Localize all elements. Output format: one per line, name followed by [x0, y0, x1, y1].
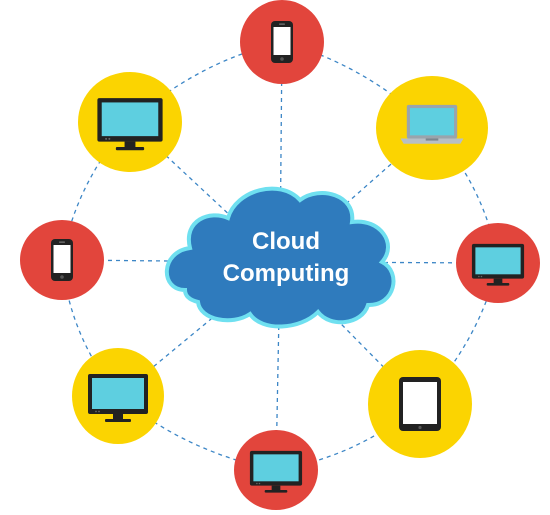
laptop-icon	[400, 104, 464, 144]
device-node-bottom-monitor	[234, 430, 318, 510]
smartphone-icon	[271, 21, 293, 63]
smartphone-icon	[51, 239, 73, 281]
device-node-left-smartphone	[20, 220, 104, 300]
cloud-label-line-2: Computing	[223, 260, 350, 287]
device-node-upper-left-monitor	[78, 72, 182, 172]
tablet-icon	[399, 377, 441, 431]
monitor-icon	[249, 450, 303, 493]
monitor-icon	[471, 243, 525, 286]
device-node-right-monitor	[456, 223, 540, 303]
device-node-upper-right-laptop	[376, 76, 488, 180]
cloud-outline	[164, 186, 396, 329]
monitor-icon	[97, 98, 163, 151]
device-node-lower-right-tablet	[368, 350, 472, 458]
cloud-shape: Cloud Computing	[164, 186, 396, 329]
monitor-icon	[88, 374, 148, 422]
device-node-lower-left-monitor	[72, 348, 164, 444]
device-nodes	[20, 0, 540, 510]
device-node-top-smartphone	[240, 0, 324, 84]
cloud-label-line-1: Cloud	[252, 228, 320, 255]
